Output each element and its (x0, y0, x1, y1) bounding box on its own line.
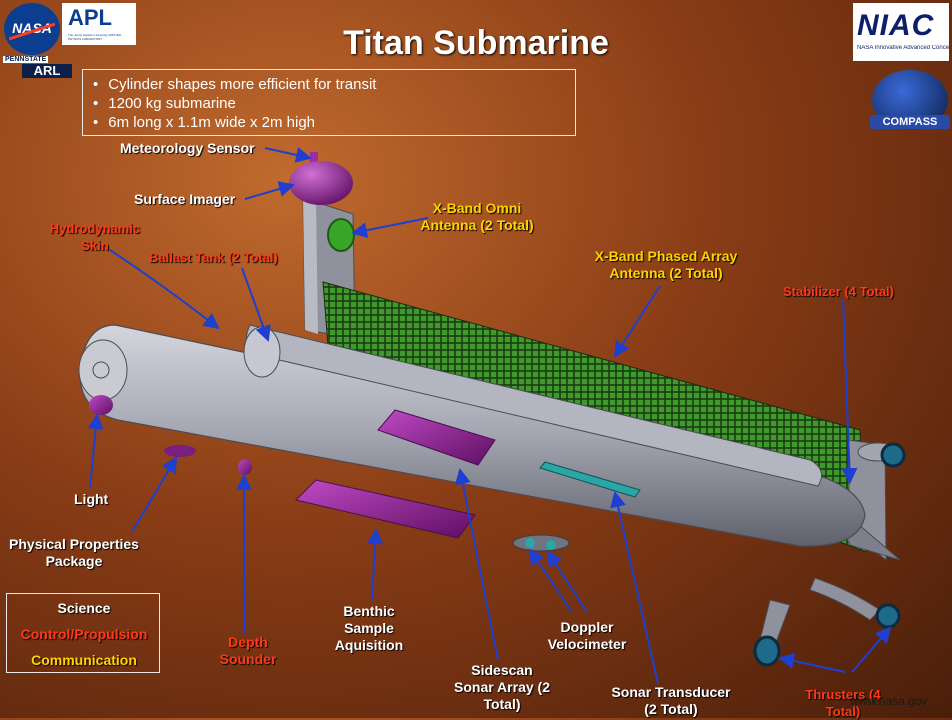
label-ballast-tank: Ballast Tank (2 Total) (149, 250, 278, 265)
label-thrusters: Thrusters (4 Total) (805, 687, 881, 719)
bullet-item: Cylinder shapes more efficient for trans… (91, 75, 575, 94)
spec-bullets: Cylinder shapes more efficient for trans… (82, 69, 576, 136)
surface-imager-dome (289, 161, 353, 205)
callout-arrows (87, 147, 892, 685)
physical-properties-part (164, 445, 196, 457)
label-stabilizer: Stabilizer (4 Total) (783, 284, 894, 299)
label-doppler-velocimeter: Doppler Velocimeter (547, 619, 627, 652)
category-legend: Science Control/Propulsion Communication (6, 593, 160, 673)
sidescan-sonar-part (377, 409, 496, 466)
apl-logo: APL The Johns Hopkins University APPLIED… (62, 3, 136, 45)
ballast-tube (245, 324, 823, 487)
omni-antenna-part (327, 218, 355, 252)
niac-logo: NIAC NASA Innovative Advanced Concepts (853, 3, 949, 61)
label-sonar-transducer: Sonar Transducer (2 Total) (611, 684, 731, 717)
ballast-tank (243, 326, 281, 378)
depth-sounder-part (238, 459, 252, 475)
meteorology-sensor-part (310, 152, 318, 170)
bullet-item: 6m long x 1.1m wide x 2m high (91, 113, 575, 132)
benthic-sample-part (295, 479, 476, 539)
label-physical-properties: Physical Properties Package (9, 536, 139, 569)
light-part (89, 395, 113, 415)
slide-title: Titan Submarine (343, 24, 609, 62)
label-light: Light (74, 491, 109, 507)
label-sidescan-sonar: Sidescan Sonar Array (2 Total) (454, 662, 550, 712)
label-depth-sounder: Depth Sounder (219, 634, 277, 667)
arl-logo: ARL (22, 64, 72, 78)
sonar-transducer-part (539, 461, 641, 498)
label-benthic-sample: Benthic Sample Aquisition (334, 603, 404, 653)
thrusters-group (753, 442, 906, 667)
nasa-logo: NASA (4, 3, 60, 55)
legend-science: Science (57, 600, 111, 616)
label-meteorology-sensor: Meteorology Sensor (120, 140, 255, 156)
legend-communication: Communication (31, 652, 137, 668)
label-surface-imager: Surface Imager (134, 191, 236, 207)
legend-control-propulsion: Control/Propulsion (20, 626, 148, 642)
compass-logo: COMPASS (870, 70, 950, 130)
nose-cone (78, 339, 128, 401)
pennstate-logo: PENNSTATE (3, 56, 49, 63)
bullet-item: 1200 kg submarine (91, 94, 575, 113)
footer-url: www.nasa.gov (850, 694, 928, 708)
label-xband-phased: X-Band Phased Array Antenna (2 Total) (594, 248, 738, 281)
label-hydrodynamic-skin: Hydrodynamic Skin (49, 221, 141, 253)
label-xband-omni: X-Band Omni Antenna (2 Total) (420, 200, 534, 233)
